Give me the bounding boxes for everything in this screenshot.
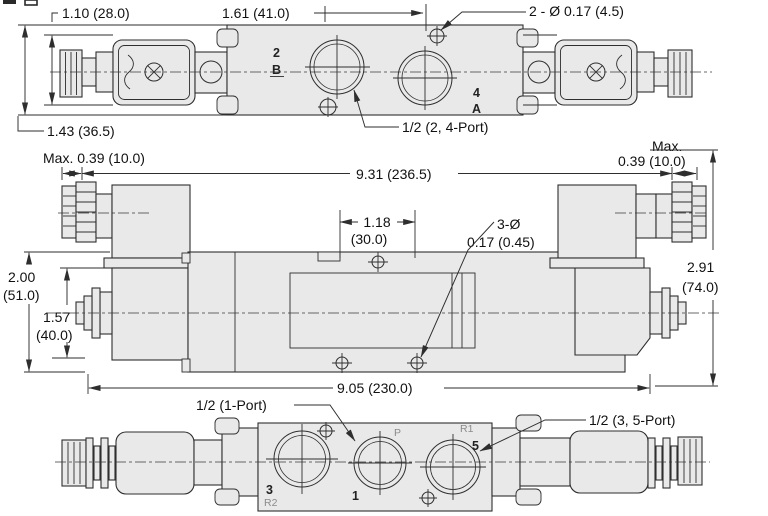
port-5-hole	[420, 434, 486, 500]
front-view-body	[181, 251, 626, 373]
port-2-label: 2	[273, 46, 280, 60]
bottom-view-right-solenoid	[491, 414, 703, 506]
solenoid-body	[115, 431, 195, 495]
port-b-label: B	[272, 63, 281, 77]
holes-callout-2: 0.17 (0.45)	[467, 234, 535, 250]
mount-hole-top	[427, 26, 447, 46]
front-view: Max. 0.39 (10.0) 9.31 (236.5) Max. 0.39 …	[3, 138, 720, 396]
body-hole-bottom-right	[407, 353, 427, 373]
port35-callout: 1/2 (3, 5-Port)	[589, 412, 675, 428]
dim-spacing-1: 1.18	[363, 214, 390, 230]
top-view-right-solenoid	[522, 34, 693, 106]
dim-height-inner-1: 1.57	[43, 309, 70, 325]
port-1-hole	[348, 431, 412, 495]
coil-flange	[549, 257, 645, 269]
solenoid-base	[111, 267, 189, 361]
bottom-view-body: 3 R2 1 P R1 5	[257, 422, 493, 512]
dim-width-small: 1.10 (28.0)	[62, 5, 130, 21]
dim-max-left: Max. 0.39 (10.0)	[43, 150, 145, 166]
solenoid-base	[574, 267, 651, 356]
holes-callout: 2 - Ø 0.17 (4.5)	[529, 3, 624, 19]
holes-callout-1: 3-Ø	[497, 216, 520, 232]
port-5-label: 5	[472, 439, 479, 453]
port1-callout: 1/2 (1-Port)	[196, 397, 267, 413]
front-view-left-solenoid	[58, 181, 199, 361]
mount-hole-bottom	[419, 489, 437, 507]
dim-spacing-2: (30.0)	[351, 231, 388, 247]
page-edge-artifact	[3, 0, 38, 6]
port-a-label: A	[472, 102, 481, 116]
dim-height-overall-2: (74.0)	[682, 279, 719, 295]
connector-nut	[691, 185, 707, 239]
coil-housing	[557, 184, 637, 259]
body-hole-top	[368, 252, 388, 272]
top-view-body: 2 B 4 A	[216, 24, 539, 117]
bottom-view-callouts: 1/2 (1-Port) 1/2 (3, 5-Port)	[196, 397, 675, 452]
dim-overall: 9.31 (236.5)	[356, 166, 432, 182]
dim-height-inner-2: (40.0)	[36, 327, 73, 343]
port-a-hole	[393, 46, 457, 110]
dim-height-overall-1: 2.91	[687, 259, 714, 275]
dim-height-outer-1: 2.00	[8, 269, 35, 285]
dim-length: 9.05 (230.0)	[337, 380, 413, 396]
dim-max-right-1: Max.	[652, 138, 682, 154]
mount-hole-top	[317, 422, 335, 440]
top-view-left-solenoid	[44, 34, 228, 106]
dim-port-offset: 1.61 (41.0)	[222, 5, 290, 21]
port-r1-label: R1	[460, 423, 474, 435]
body-hole-bottom-left	[332, 353, 352, 373]
bottom-view-left-solenoid	[61, 417, 259, 506]
dim-height-outer-2: (51.0)	[3, 287, 40, 303]
port-r2-label: R2	[264, 497, 278, 509]
connector-nut	[61, 185, 77, 239]
port-3-label: 3	[266, 483, 273, 497]
port-callout: 1/2 (2, 4-Port)	[402, 119, 488, 135]
top-view-dimensions: 1.43 (36.5) 1.10 (28.0) 1.61 (41.0) 2 - …	[17, 3, 624, 139]
dim-width-full: 1.43 (36.5)	[47, 123, 115, 139]
front-view-right-solenoid	[549, 181, 708, 356]
top-view: 2 B 4 A	[17, 3, 712, 139]
port-p-label: P	[394, 427, 401, 439]
mount-hole-bottom	[318, 97, 338, 117]
port-1-label: 1	[352, 489, 359, 503]
port-4-label: 4	[473, 86, 480, 100]
dim-max-right-2: 0.39 (10.0)	[618, 153, 686, 169]
port-b-hole	[305, 35, 370, 99]
port-3-hole	[266, 424, 338, 494]
bottom-view: 3 R2 1 P R1 5 1/2 (1-Port)	[55, 397, 710, 512]
front-view-dimensions: Max. 0.39 (10.0) 9.31 (236.5) Max. 0.39 …	[3, 138, 719, 396]
coil-housing	[111, 184, 191, 259]
